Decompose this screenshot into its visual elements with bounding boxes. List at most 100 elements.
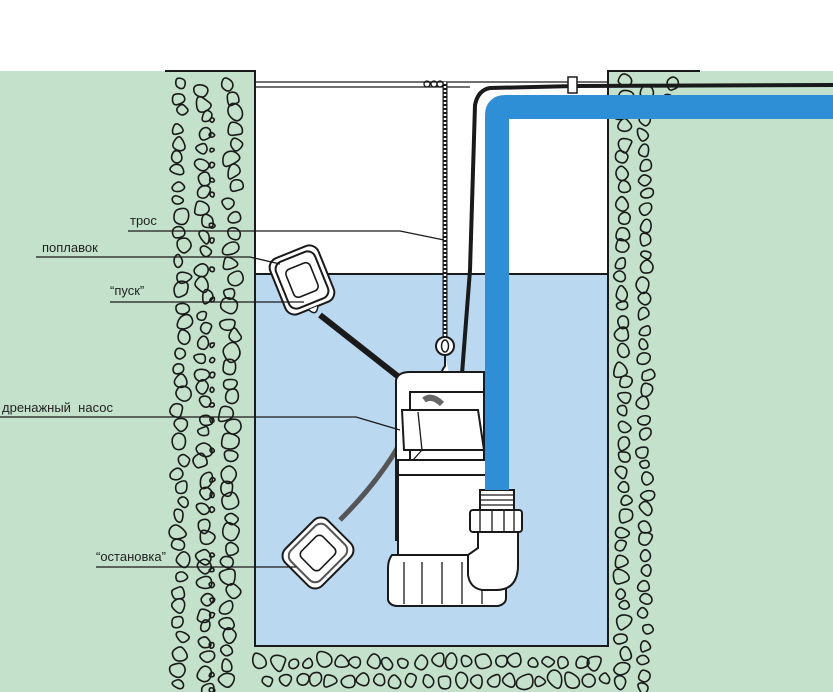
gravel-pebble xyxy=(169,163,185,176)
gravel-pebble xyxy=(208,222,216,229)
gravel-pebble xyxy=(251,652,268,670)
gravel-pebble xyxy=(171,93,186,106)
gravel-pebble xyxy=(506,652,522,668)
gravel-pebble xyxy=(173,417,189,433)
gravel-pebble xyxy=(176,237,192,254)
gravel-pebble xyxy=(323,674,338,688)
gravel-pebble xyxy=(208,402,216,408)
gravel-pebble xyxy=(222,256,239,271)
gravel-pebble xyxy=(177,329,191,346)
gravel-pebble xyxy=(193,263,210,278)
gravel-pebble xyxy=(366,653,382,670)
gravel-pebble xyxy=(201,109,213,123)
gravel-pebble xyxy=(636,606,649,619)
gravel-pebble xyxy=(638,459,650,470)
gravel-pebble xyxy=(195,95,212,114)
gravel-pebble xyxy=(617,436,631,452)
gravel-pebble xyxy=(636,414,652,426)
gravel-pebble xyxy=(613,661,631,676)
gravel-pebble xyxy=(541,655,556,668)
gravel-pebble xyxy=(404,672,418,688)
gravel-pebble xyxy=(174,480,188,495)
gravel-pebble xyxy=(176,271,193,285)
gravel-pebble xyxy=(219,297,239,315)
gravel-pebble xyxy=(175,385,192,402)
gravel-pebble xyxy=(564,671,581,690)
gravel-pebble xyxy=(173,253,184,269)
gravel-pebble xyxy=(199,321,213,335)
gravel-pebble xyxy=(197,518,211,535)
gravel-pebble xyxy=(199,245,213,258)
gravel-pebble xyxy=(227,270,245,287)
gravel-pebble xyxy=(616,404,628,417)
gravel-pebble xyxy=(615,238,630,253)
gravel-pebble xyxy=(229,137,244,152)
power-cable xyxy=(458,83,833,401)
gravel-pebble xyxy=(171,646,189,662)
gravel-pebble xyxy=(617,315,630,330)
gravel-pebble xyxy=(641,368,656,382)
pit-wall-left xyxy=(165,70,256,646)
gravel-pebble xyxy=(220,480,234,498)
gravel-pebble xyxy=(209,191,216,198)
gravel-pebble xyxy=(220,465,238,485)
gravel-pebble xyxy=(193,200,210,216)
gravel-pebble xyxy=(460,654,473,668)
gravel-pebble xyxy=(501,672,516,688)
gravel-pebble xyxy=(199,529,216,546)
gravel-pebble xyxy=(641,623,655,635)
drainage-pump xyxy=(387,371,507,607)
gravel-pebble xyxy=(175,302,191,315)
gravel-pebble xyxy=(225,582,242,600)
gravel-pebble xyxy=(619,645,633,662)
gravel-pebble xyxy=(227,121,244,137)
gravel-pebble xyxy=(174,347,187,360)
gravel-pebble xyxy=(612,633,628,645)
gravel-pebble xyxy=(301,657,314,670)
gravel-pebble xyxy=(614,526,631,539)
gravel-pebble xyxy=(175,571,189,583)
gravel-pebble xyxy=(225,541,240,557)
gravel-pebble xyxy=(177,496,190,509)
gravel-pebble xyxy=(208,131,216,138)
gravel-pebble xyxy=(355,672,370,687)
gravel-pebble xyxy=(201,288,214,305)
pump-leader-line xyxy=(0,416,401,431)
gravel-pebble xyxy=(639,548,652,563)
gravel-pebble xyxy=(208,506,216,514)
gravel-pebble xyxy=(431,652,445,668)
gravel-pebble xyxy=(208,671,215,678)
gravel-pebble xyxy=(209,386,215,394)
gravel-pebble xyxy=(638,531,654,546)
gravel-pebble xyxy=(612,568,630,585)
gravel-pebble xyxy=(226,91,240,107)
gravel-pebble xyxy=(196,335,210,351)
gravel-pebble xyxy=(617,451,631,463)
gravel-pebble xyxy=(227,163,241,180)
gravel-pebble xyxy=(196,558,213,575)
label-drainage-pump: дренажный насос xyxy=(2,400,113,415)
gravel-pebble xyxy=(615,300,629,311)
gravel-pebble xyxy=(199,619,211,633)
gravel-pebble xyxy=(617,420,632,434)
float-leader-line xyxy=(36,256,281,265)
gravel-pebble xyxy=(175,630,190,644)
gravel-pebble xyxy=(171,123,184,136)
pit-wall-right xyxy=(607,70,700,646)
gravel-pebble xyxy=(208,581,216,589)
gravel-pebble xyxy=(638,324,652,337)
label-float: поплавок xyxy=(42,240,98,255)
gravel-pebble xyxy=(218,568,236,586)
gravel-pebble xyxy=(581,673,597,688)
gravel-pebble xyxy=(261,675,274,688)
gravel-pebble xyxy=(614,465,628,480)
gravel-pebble xyxy=(638,202,653,217)
gravel-pebble xyxy=(616,342,630,359)
gravel-pebble xyxy=(527,657,539,668)
gravel-pebble xyxy=(209,416,215,424)
gravel-pebble xyxy=(575,655,590,669)
gravel-pebble xyxy=(613,326,630,342)
gravel-pebble xyxy=(666,76,680,91)
